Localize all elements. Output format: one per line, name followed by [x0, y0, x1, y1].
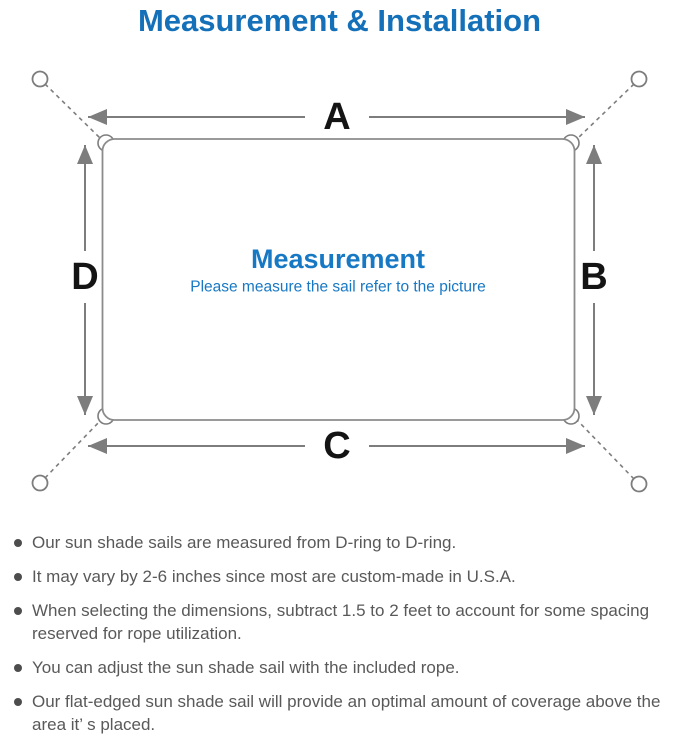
note-item: It may vary by 2-6 inches since most are…	[12, 565, 664, 588]
anchor-point-icon	[630, 475, 648, 493]
rope-top-right	[576, 83, 635, 140]
bullet-icon	[14, 664, 22, 672]
bullet-icon	[14, 698, 22, 706]
arrow-up-icon	[77, 145, 93, 164]
page-title: Measurement & Installation	[137, 3, 542, 38]
measurement-diagram: A B C D Measurement Please measure the s…	[31, 70, 648, 493]
dim-label-c: C	[323, 425, 350, 467]
dim-label-d: D	[71, 256, 98, 298]
note-item: Our flat-edged sun shade sail will provi…	[12, 690, 664, 736]
rope-top-left	[44, 83, 102, 140]
note-text: You can adjust the sun shade sail with t…	[32, 658, 460, 677]
arrow-down-icon	[586, 396, 602, 415]
note-item: You can adjust the sun shade sail with t…	[12, 656, 664, 679]
arrow-down-icon	[77, 396, 93, 415]
rope-bottom-right	[576, 419, 635, 480]
notes-list: Our sun shade sails are measured from D-…	[0, 515, 672, 736]
arrow-right-icon	[566, 438, 585, 454]
dim-label-b: B	[580, 256, 607, 298]
dim-label-a: A	[323, 96, 350, 138]
note-item: When selecting the dimensions, subtract …	[12, 599, 664, 645]
anchor-point-icon	[630, 70, 648, 88]
arrow-left-icon	[88, 438, 107, 454]
bullet-icon	[14, 607, 22, 615]
note-item: Our sun shade sails are measured from D-…	[12, 531, 664, 554]
rope-bottom-left	[44, 419, 102, 479]
note-text: Our flat-edged sun shade sail will provi…	[32, 692, 661, 734]
note-text: When selecting the dimensions, subtract …	[32, 601, 650, 643]
note-text: Our sun shade sails are measured from D-…	[32, 533, 457, 552]
arrow-right-icon	[566, 109, 585, 125]
anchor-points	[31, 70, 648, 493]
center-heading: Measurement	[251, 244, 425, 274]
note-text: It may vary by 2-6 inches since most are…	[32, 567, 516, 586]
arrow-left-icon	[88, 109, 107, 125]
center-subheading: Please measure the sail refer to the pic…	[190, 279, 486, 296]
sail-rectangle	[101, 138, 576, 421]
anchor-point-icon	[31, 474, 49, 492]
bullet-icon	[14, 539, 22, 547]
bullet-icon	[14, 573, 22, 581]
anchor-point-icon	[31, 70, 49, 88]
arrow-up-icon	[586, 145, 602, 164]
corner-rope-lines	[44, 83, 635, 480]
arrowheads	[77, 109, 602, 454]
